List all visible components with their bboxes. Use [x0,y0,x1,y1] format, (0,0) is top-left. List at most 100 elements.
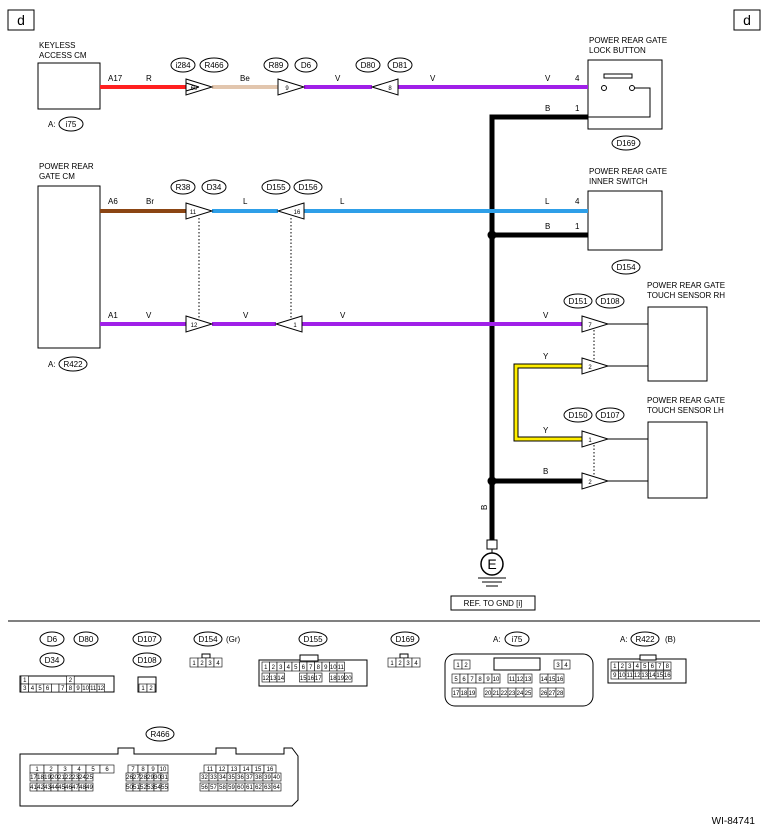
pin-number: 4 [414,661,418,667]
inline-connector-12: 12 [185,315,214,333]
inline-connector-8: 8 [370,78,399,96]
inner-switch-ref: D154 [616,263,636,272]
pin-number: 30 [154,775,161,781]
pin-number: 5 [294,665,298,671]
lock-button-contact-1 [601,85,607,91]
pin-number: 22 [65,775,72,781]
pin-cell [146,683,156,693]
gate-cm-ref-oval [58,356,88,372]
pin-number: 51 [133,785,140,791]
pin-cell [467,687,477,698]
pin-number: 16 [307,676,314,682]
pin-number: 16 [557,677,564,683]
pin-number: 10 [619,673,626,679]
pin-cell [663,661,672,671]
pin-number: 8 [141,767,145,773]
pin-number: 11 [338,665,345,671]
pin-number: 59 [228,785,235,791]
svg-text:D155: D155 [303,635,323,644]
pin-number: 23 [72,775,79,781]
conn-id-D156: D156 [293,179,323,195]
gate-cm-label-1: POWER REAR [39,162,94,171]
svg-text:8: 8 [388,86,392,92]
pin-number: 6 [46,686,50,692]
figure-id: WI-84741 [712,816,756,827]
svg-text:D81: D81 [393,61,408,70]
svg-text:9: 9 [285,86,289,92]
pin-number: 7 [658,664,662,670]
pin-number: 1 [264,665,268,671]
pin-cell [523,673,533,684]
conn-id-D150: D150 [563,407,593,423]
pin-number: 13 [525,677,532,683]
pin-number: 41 [30,785,37,791]
splice-2 [487,476,497,486]
pin-number: 15 [255,767,262,773]
conn-id-D34: D34 [201,179,227,195]
inner-switch-box [587,190,663,251]
pin-number: 48 [79,785,86,791]
pin-number: 3 [63,767,67,773]
pin-number: 39 [264,775,271,781]
pin-label-is1: 1 [575,222,580,231]
lock-button-plunger [603,73,633,79]
svg-text:D107: D107 [600,411,620,420]
svg-text:i75: i75 [512,635,523,644]
pin-number: 34 [219,775,226,781]
pin-cell [160,772,169,782]
svg-text:D6: D6 [301,61,312,70]
keyless-ref: i75 [66,120,77,129]
pin-cell [85,782,94,792]
pin-number: 3 [23,686,27,692]
pin-number: 20 [345,676,352,682]
pin-number: 49 [86,785,93,791]
inner-switch-label-2: INNER SWITCH [589,177,648,186]
inner-switch-ref-oval [611,259,641,275]
pin-number: 7 [470,677,474,683]
keyless-ref-oval [58,116,84,132]
pin-label-lb4: 4 [575,74,580,83]
conn-id-D107: D107 [595,407,625,423]
wire-label-b3: B [543,467,548,476]
svg-text:R89: R89 [269,61,284,70]
gate-cm-ref-prefix: A: [48,360,56,369]
wire-label-a17: A17 [108,74,123,83]
lock-button-contact-2 [629,85,635,91]
wire-label-be: Be [240,74,250,83]
svg-text:D107: D107 [137,635,157,644]
pin-number: 1 [456,663,460,669]
conn-id-D151: D151 [563,293,593,309]
wire-ground-trunk [489,114,588,540]
svg-text:16: 16 [294,210,301,216]
svg-text:(Gr): (Gr) [226,635,241,644]
pin-number: 2 [621,664,625,670]
wire-label-a1: A1 [108,311,118,320]
inline-connector-16: 16 [276,202,305,220]
pin-number: 44 [51,785,58,791]
pin-cell [411,657,421,668]
pin-number: 21 [493,691,500,697]
conn-id-D80: D80 [355,57,381,73]
pin-number: 1 [390,661,394,667]
pin-number: 58 [219,785,226,791]
svg-text:E: E [487,556,496,572]
pin-number: 42 [37,785,44,791]
pin-number: 27 [549,691,556,697]
pin-number: 16 [664,673,671,679]
pin-number: 18 [330,676,337,682]
pin-number: 13 [231,767,238,773]
pin-number: 1 [192,661,196,667]
wire-label-b2: B [545,222,550,231]
pin-number: 57 [210,785,217,791]
svg-text:7: 7 [588,323,592,329]
wire-label-br: Br [146,197,154,206]
pin-number: 4 [216,661,220,667]
wire-label-v5: V [243,311,249,320]
pin-number: 27 [133,775,140,781]
pin-number: 16 [267,767,274,773]
pin-number: 4 [636,664,640,670]
lock-button-ref-oval [611,135,641,151]
